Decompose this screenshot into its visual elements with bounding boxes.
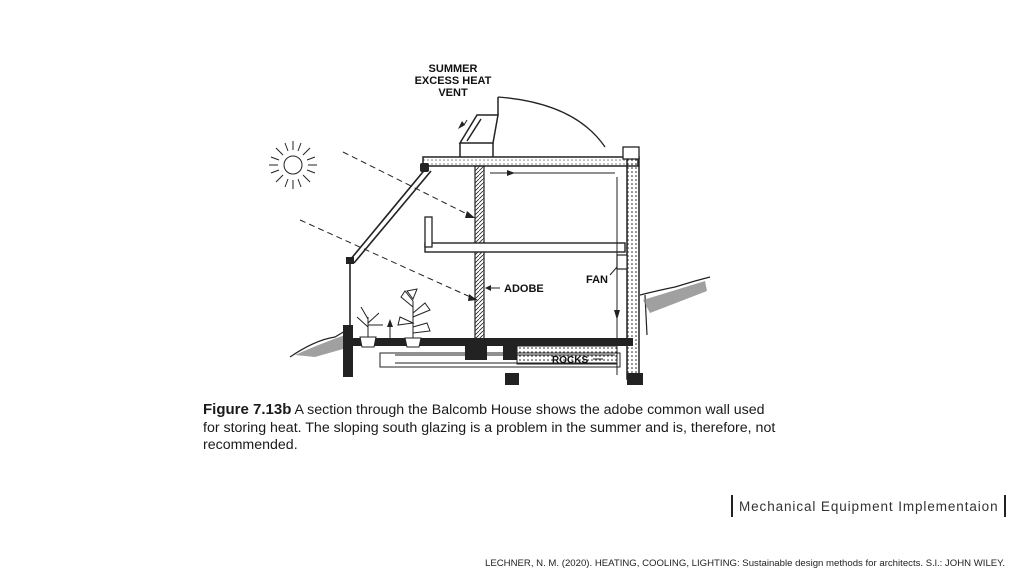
sloped-south-glazing [349, 166, 432, 325]
adobe-label: ADOBE [504, 283, 544, 295]
south-footing [343, 325, 353, 377]
fan-label: FAN [586, 274, 608, 286]
sun-icon [269, 141, 317, 189]
fan-icon [616, 254, 628, 270]
divider-right [1004, 495, 1007, 517]
vent-label-line1: SUMMER [429, 63, 478, 75]
upper-floor [424, 242, 626, 253]
rocks-label: ROCKS [552, 355, 588, 366]
figure-number: Figure 7.13b [203, 401, 292, 418]
plant-icon [356, 288, 431, 348]
vent-label-line2: EXCESS HEAT [415, 75, 492, 87]
citation: LECHNER, N. M. (2020). HEATING, COOLING,… [485, 558, 1006, 569]
balcomb-house-section-drawing: SUMMER EXCESS HEAT VENT ADOBE FAN ROCKS [255, 55, 725, 390]
floor-slab [353, 338, 633, 346]
summer-vent [458, 96, 606, 157]
adobe-wall [474, 165, 485, 345]
figure-caption: Figure 7.13b A section through the Balco… [203, 401, 783, 455]
vent-label-line3: VENT [438, 87, 468, 99]
divider-left [731, 495, 733, 517]
sun-ray-arrows [299, 151, 478, 301]
section-title-tag: Mechanical Equipment Implementaion [731, 495, 1007, 517]
section-title: Mechanical Equipment Implementaion [739, 498, 999, 514]
figure-caption-text: A section through the Balcomb House show… [203, 402, 776, 453]
rock-bed [516, 345, 618, 365]
